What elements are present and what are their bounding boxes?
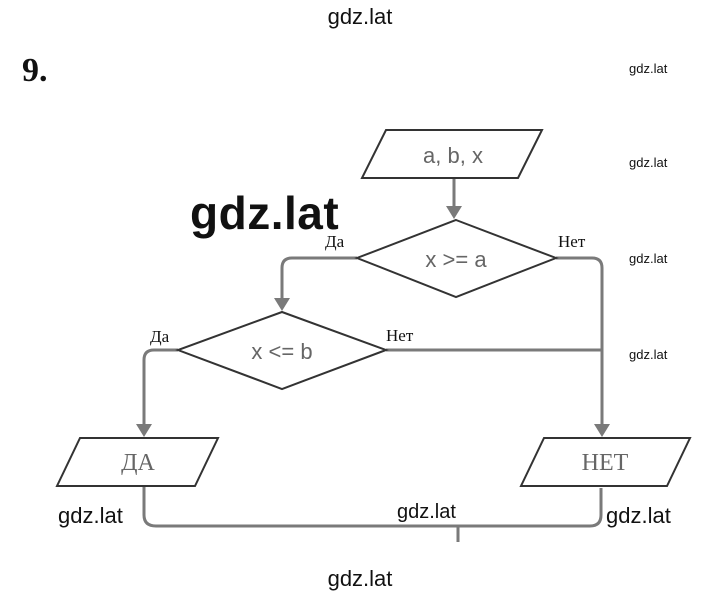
watermark-large: gdz.lat <box>190 187 340 239</box>
input-text: a, b, x <box>423 143 483 168</box>
arrowhead-out-yes <box>136 424 152 437</box>
connector-cond2-yes <box>142 348 178 425</box>
watermark-bottom: gdz.lat <box>327 566 393 591</box>
watermark-top: gdz.lat <box>327 4 393 29</box>
output-yes-block <box>55 437 220 487</box>
arrowhead-cond1 <box>446 206 462 219</box>
watermark-side-4: gdz.lat <box>629 347 668 362</box>
arrowhead-out-no <box>594 424 610 437</box>
connector-cond1-yes <box>280 256 357 300</box>
input-block <box>360 129 544 179</box>
decision-cond2 <box>175 310 389 391</box>
watermark-side-3: gdz.lat <box>629 251 668 266</box>
cond1-yes-label: Да <box>325 232 345 251</box>
cond1-text: x >= a <box>425 247 487 272</box>
task-number: 9. <box>22 52 48 89</box>
connector-merge <box>142 485 603 528</box>
cond2-text: x <= b <box>251 339 312 364</box>
cond1-no-label: Нет <box>558 232 586 251</box>
watermark-left: gdz.lat <box>58 503 123 528</box>
cond2-no-label: Нет <box>386 326 414 345</box>
output-yes-text: ДА <box>121 450 155 476</box>
decision-cond1 <box>354 218 559 299</box>
watermark-side-2: gdz.lat <box>629 155 668 170</box>
watermark-center: gdz.lat <box>397 501 456 523</box>
cond2-yes-label: Да <box>150 327 170 346</box>
connector-cond1-no <box>556 256 604 425</box>
arrowhead-cond2 <box>274 298 290 311</box>
watermark-right: gdz.lat <box>606 503 671 528</box>
watermark-side-1: gdz.lat <box>629 61 668 76</box>
output-no-text: НЕТ <box>582 450 629 476</box>
output-no-block <box>519 437 692 487</box>
